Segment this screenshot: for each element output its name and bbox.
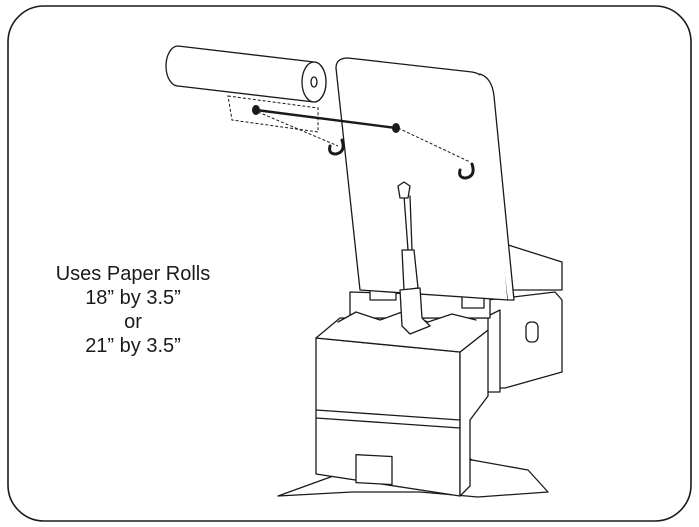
gas-spring-clip	[397, 181, 411, 199]
backrest-edge	[479, 73, 515, 301]
caption-line-2: 18” by 3.5”	[85, 287, 181, 309]
right-hook-guide	[397, 127, 471, 163]
left-hook-icon	[328, 138, 345, 156]
rod-pin-right	[392, 123, 400, 133]
paper-roll-core	[310, 76, 318, 88]
caption-line-3: or	[124, 311, 142, 333]
backrest-panel	[335, 57, 509, 301]
gas-spring-rod-2	[409, 195, 413, 251]
seat-handle	[525, 321, 539, 343]
left-hook-guide	[257, 111, 339, 147]
caption-line-4: 21” by 3.5”	[85, 335, 181, 357]
rounded-border	[7, 5, 692, 522]
seat-side-edge	[487, 309, 501, 393]
paper-roll-caption: Uses Paper Rolls 18” by 3.5” or 21” by 3…	[38, 262, 228, 358]
cabinet-line-2	[315, 417, 461, 429]
cabinet-line-1	[315, 409, 461, 421]
cabinet-label-plate	[355, 454, 393, 486]
gas-spring-mount	[399, 287, 431, 335]
paper-rod	[255, 108, 397, 130]
gas-spring-rod	[403, 195, 409, 251]
caption-line-1: Uses Paper Rolls	[55, 263, 211, 285]
right-hook-icon	[458, 162, 475, 180]
roll-placement-guide	[227, 95, 319, 133]
cabinet-top	[315, 317, 489, 353]
rod-pin-left	[252, 105, 260, 115]
